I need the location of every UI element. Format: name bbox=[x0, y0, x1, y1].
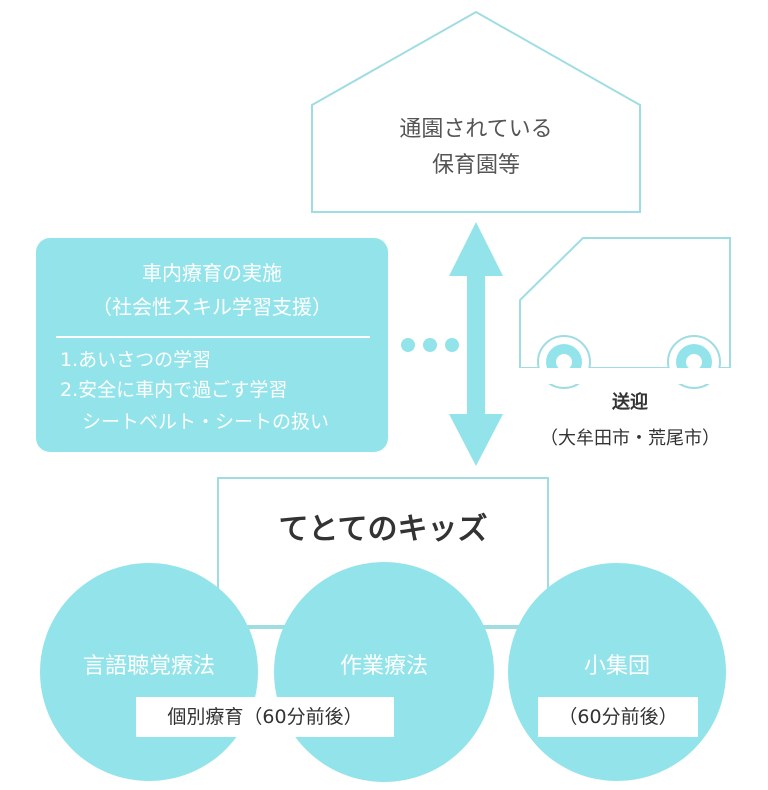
van-sublabel: （大牟田市・荒尾市） bbox=[540, 428, 720, 449]
individual-therapy-pill: 個別療育（60分前後） bbox=[136, 697, 394, 737]
group-duration-pill: （60分前後） bbox=[538, 697, 698, 737]
circle-label-speech-therapy: 言語聴覚療法 bbox=[82, 654, 215, 679]
in-car-support-box: 車内療育の実施 （社会性スキル学習支援） 1.あいさつの学習 2.安全に車内で過… bbox=[36, 238, 388, 452]
circle-label-occupational-therapy: 作業療法 bbox=[339, 654, 428, 679]
circle-label-small-group: 小集団 bbox=[583, 654, 650, 679]
house-label: 通園されている 保育園等 bbox=[310, 112, 642, 184]
box-subtitle: （社会性スキル学習支援） bbox=[92, 295, 332, 319]
van-label: 送迎 bbox=[612, 392, 648, 413]
house-line-1: 通園されている bbox=[399, 117, 553, 142]
van-icon bbox=[516, 237, 736, 389]
house-shape bbox=[311, 10, 641, 213]
box-title: 車内療育の実施 bbox=[142, 261, 282, 285]
tetote-label: てとてのキッズ bbox=[278, 512, 488, 547]
house-line-2: 保育園等 bbox=[431, 153, 520, 178]
double-arrow bbox=[449, 222, 503, 466]
box-item-3: シートベルト・シートの扱い bbox=[82, 411, 330, 433]
box-item-1: 1.あいさつの学習 bbox=[60, 349, 212, 371]
box-item-2: 2.安全に車内で過ごす学習 bbox=[60, 379, 288, 401]
ellipsis-dots bbox=[401, 338, 459, 352]
box-divider bbox=[56, 336, 370, 338]
